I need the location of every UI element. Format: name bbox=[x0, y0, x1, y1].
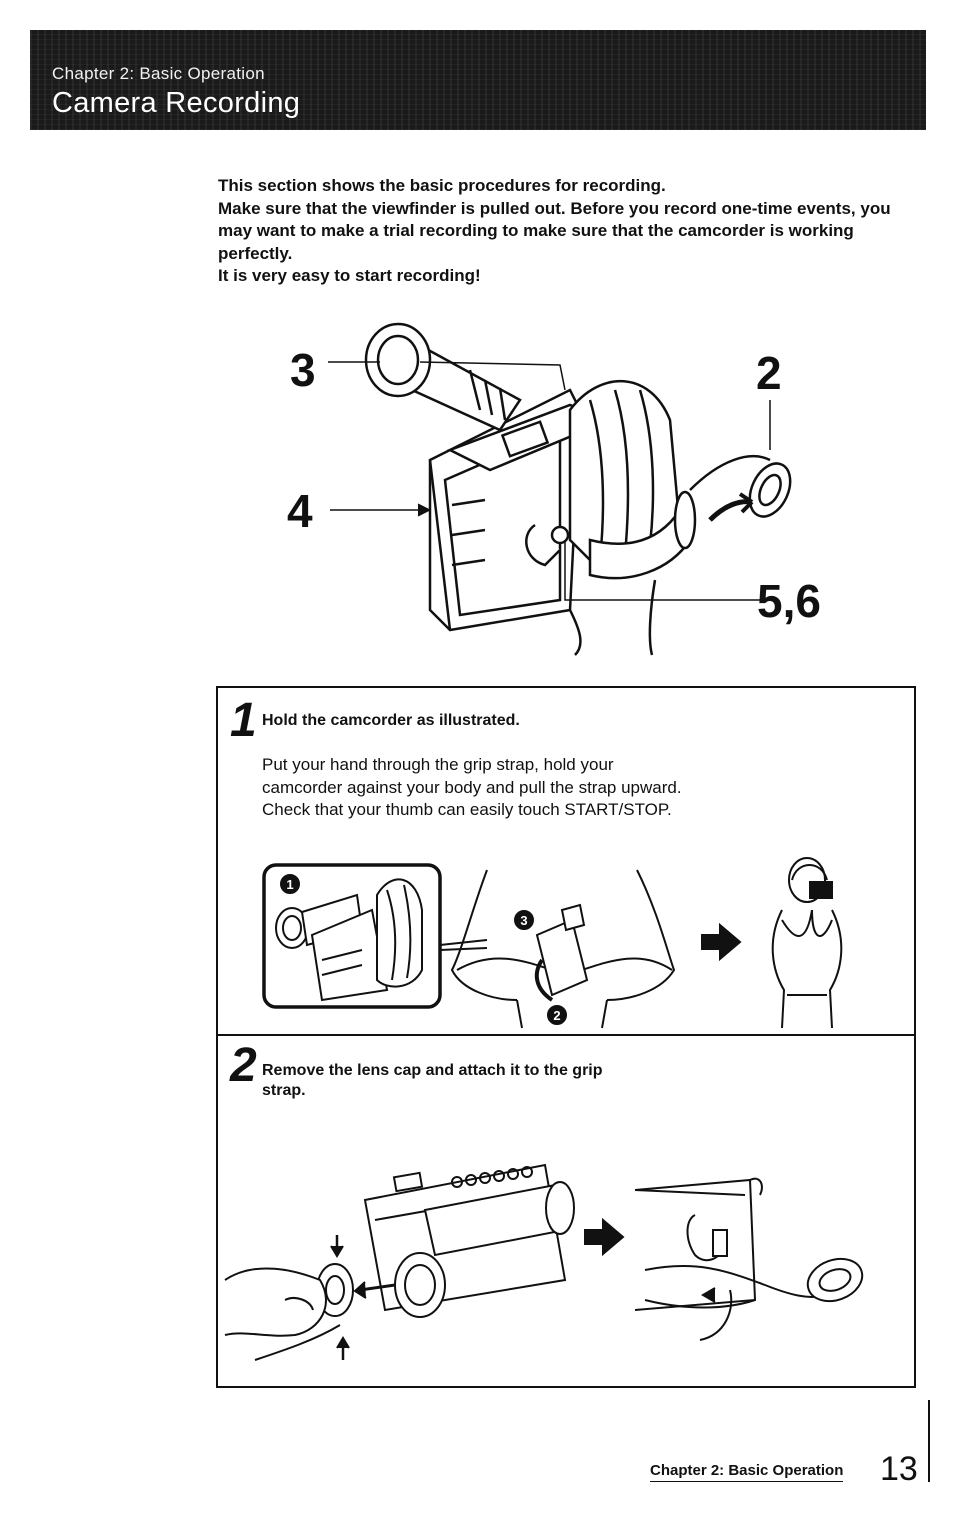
callout-5-6: 5,6 bbox=[757, 575, 821, 627]
step-2-illustration bbox=[224, 1160, 885, 1380]
callout-4: 4 bbox=[287, 485, 313, 537]
chapter-label: Chapter 2: Basic Operation bbox=[52, 64, 265, 83]
callout-3: 3 bbox=[290, 344, 316, 396]
intro-line: This section shows the basic procedures … bbox=[218, 176, 666, 195]
intro-text: This section shows the basic procedures … bbox=[218, 175, 908, 288]
intro-line: Make sure that the viewfinder is pulled … bbox=[218, 198, 891, 263]
figure-marker-3: 3 bbox=[520, 913, 527, 928]
page-title: Camera Recording bbox=[52, 87, 301, 119]
step-1-title: Hold the camcorder as illustrated. bbox=[262, 712, 520, 729]
step-divider bbox=[216, 1034, 916, 1036]
figure-marker-1: 1 bbox=[286, 877, 293, 892]
steps-box bbox=[216, 686, 916, 1388]
step-2-number: 2 bbox=[230, 1039, 257, 1092]
chapter-header-band bbox=[30, 30, 926, 130]
camcorder-illustration bbox=[270, 310, 830, 660]
figure-marker-2: 2 bbox=[553, 1008, 560, 1023]
footer-rule bbox=[928, 1400, 930, 1482]
callout-2: 2 bbox=[756, 347, 782, 399]
intro-line: It is very easy to start recording! bbox=[218, 266, 481, 285]
step-1-illustration: 1 3 2 bbox=[262, 850, 862, 1030]
footer-chapter-label: Chapter 2: Basic Operation bbox=[650, 1462, 844, 1482]
step-1-body: Put your hand through the grip strap, ho… bbox=[262, 755, 682, 819]
page-number: 13 bbox=[880, 1450, 918, 1488]
step-2-title: Remove the lens cap and attach it to the… bbox=[262, 1062, 603, 1099]
step-1-number: 1 bbox=[230, 694, 257, 747]
